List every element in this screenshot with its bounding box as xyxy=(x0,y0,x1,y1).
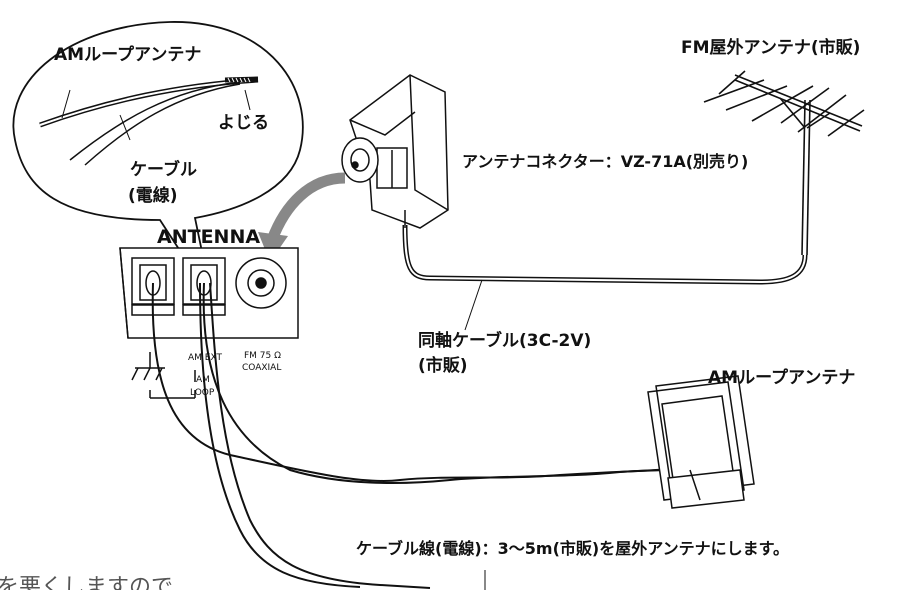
fm75-label: FM 75 Ω xyxy=(244,351,281,361)
ground-symbol xyxy=(131,352,196,399)
connector-label: アンテナコネクター：VZ-71A(別売り) xyxy=(462,152,749,171)
am-loop-antenna-drawing xyxy=(647,375,755,509)
am-label: AM xyxy=(196,375,210,385)
am-loop-label: AMループアンテナ xyxy=(708,368,856,388)
fm-antenna-drawing xyxy=(703,70,865,256)
cutoff-text: を悪くしますので xyxy=(0,575,174,590)
antenna-heading: ANTENNA xyxy=(157,226,261,248)
fm-antenna-label: FM屋外アンテナ(市販) xyxy=(681,38,861,58)
attach-arrow xyxy=(266,172,346,242)
antenna-terminal-panel xyxy=(119,247,299,339)
callout-wires xyxy=(39,76,259,166)
coax-retail-label: (市販) xyxy=(418,356,468,376)
cable-wire-label: (電線) xyxy=(128,186,178,206)
coax-cable-label: 同軸ケーブル(3C-2V) xyxy=(418,331,592,351)
bottom-note: ケーブル線(電線)：3〜5m(市販)を屋外アンテナにします。 xyxy=(356,539,789,558)
cable-label: ケーブル xyxy=(130,160,197,180)
callout-bubble xyxy=(12,21,304,301)
am-loop-callout-label: AMループアンテナ xyxy=(54,45,202,65)
loop-label: LOOP xyxy=(190,388,215,398)
coaxial-label: COAXIAL xyxy=(242,363,282,373)
antenna-connector-drawing xyxy=(341,74,449,229)
coax-cable xyxy=(402,224,808,285)
am-ext-label: AM EXT xyxy=(188,353,222,363)
am-wires xyxy=(151,282,681,589)
twist-label: よじる xyxy=(218,113,269,133)
